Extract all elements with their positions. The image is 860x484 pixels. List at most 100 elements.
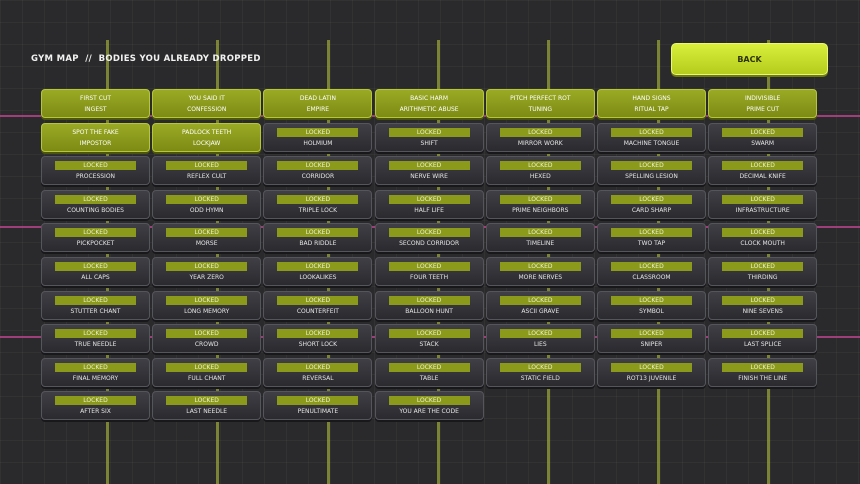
level-name: LOCKJAW [193, 139, 221, 147]
level-tile-locked[interactable]: LOCKED MORE NERVES [485, 257, 595, 286]
locked-label: LOCKED [277, 161, 359, 171]
locked-label: LOCKED [722, 194, 804, 204]
level-tile-locked[interactable]: LOCKED TRIPLE LOCK [263, 189, 373, 219]
level-tag: INDIVISIBLE [745, 95, 781, 102]
locked-label: LOCKED [277, 194, 359, 204]
level-name: FINISH THE LINE [738, 374, 788, 382]
level-name: CROWD [194, 341, 219, 349]
locked-label: LOCKED [722, 228, 804, 238]
locked-label: LOCKED [388, 262, 470, 271]
level-name: NERVE WIRE [410, 173, 448, 181]
locked-label: LOCKED [722, 362, 804, 372]
level-name: STUTTER CHANT [70, 307, 121, 315]
back-button[interactable]: BACK [671, 43, 828, 75]
level-tile-locked[interactable]: LOCKED STACK [374, 324, 484, 354]
level-name: ALL CAPS [81, 274, 110, 281]
locked-label: LOCKED [166, 396, 248, 406]
locked-label: LOCKED [55, 396, 136, 406]
level-name: MORE NERVES [518, 274, 563, 281]
level-tile-locked[interactable]: LOCKED FINISH THE LINE [708, 357, 818, 387]
level-name: FULL CHANT [187, 374, 226, 382]
level-tag: PADLOCK TEETH [182, 128, 232, 136]
level-name: EMPIRE [306, 106, 330, 113]
level-tile-locked[interactable]: LOCKED FINAL MEMORY [41, 357, 150, 387]
locked-label: LOCKED [388, 329, 470, 339]
level-name: CLASSROOM [632, 274, 671, 281]
level-tile-unlocked[interactable]: PADLOCK TEETH LOCKJAW [152, 122, 262, 152]
level-name: HALF LIFE [414, 206, 444, 214]
locked-label: LOCKED [499, 228, 581, 238]
level-name: FINAL MEMORY [72, 374, 119, 382]
level-tag: FIRST CUT [79, 95, 112, 102]
level-name: STACK [419, 341, 439, 349]
locked-label: LOCKED [722, 161, 804, 171]
level-name: TRIPLE LOCK [298, 206, 338, 214]
locked-label: LOCKED [499, 262, 581, 271]
locked-label: LOCKED [611, 194, 692, 204]
locked-label: LOCKED [55, 362, 136, 372]
level-name: LOOKALIKES [299, 274, 337, 281]
